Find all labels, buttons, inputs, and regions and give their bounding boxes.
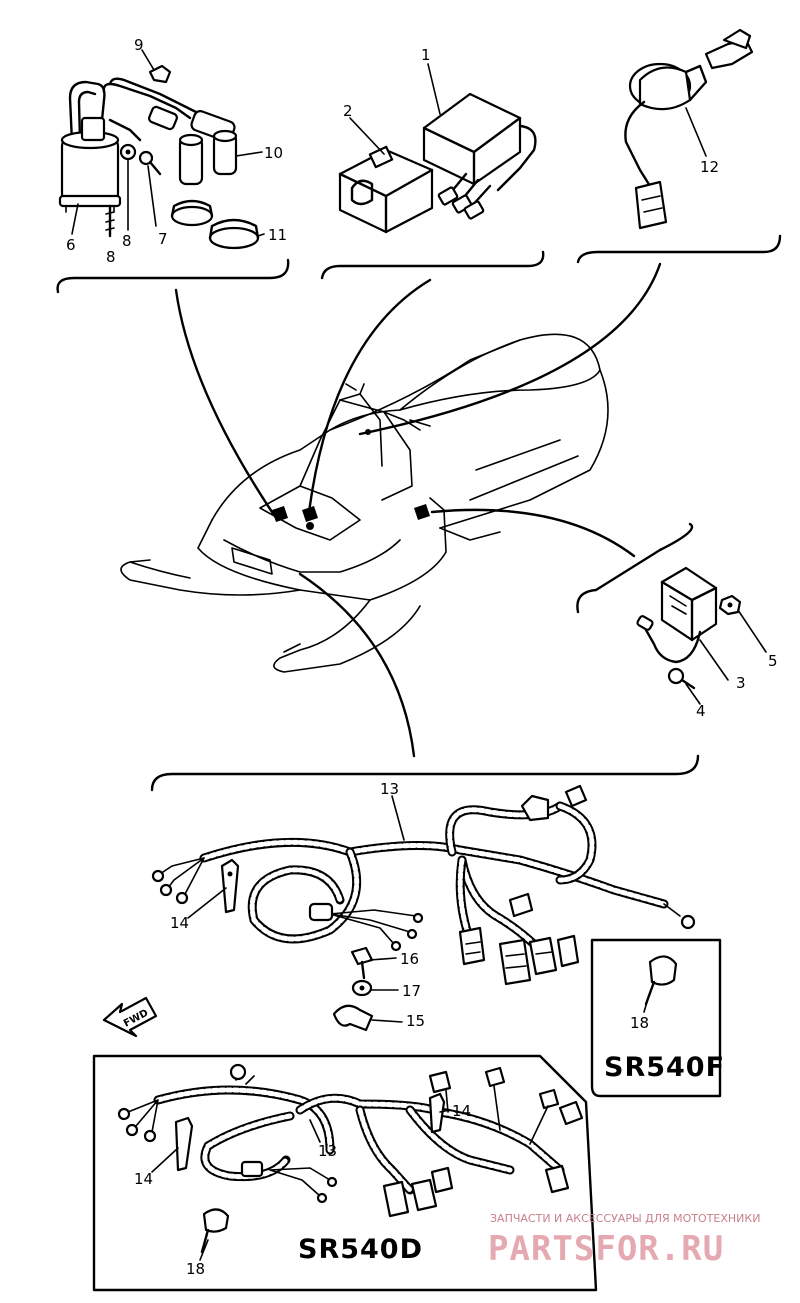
callout-13: 13 — [380, 780, 399, 798]
sr540f-inset: SR540F — [590, 938, 725, 1098]
watermark-tagline: ЗАПЧАСТИ И АКСЕССУАРЫ ДЛЯ МОТОТЕХНИКИ — [490, 1212, 760, 1225]
sr540d-clamp-left — [174, 1116, 194, 1172]
ignition-coil — [58, 80, 142, 213]
callout-8-lower: 8 — [106, 248, 116, 266]
plug-cap-right — [212, 129, 238, 176]
callout-leaders — [71, 49, 767, 1261]
callout-14-sr540d-left: 14 — [134, 1170, 153, 1188]
callout-18-sr540d: 18 — [186, 1260, 205, 1278]
bracket-harness-group — [150, 754, 700, 792]
watermark: ЗАПЧАСТИ И АКСЕССУАРЫ ДЛЯ МОТОТЕХНИКИ PA… — [488, 1212, 760, 1269]
rubber-grommet-large — [208, 218, 260, 250]
callout-1: 1 — [421, 46, 431, 64]
harness-clamp-14 — [220, 858, 240, 914]
callout-7: 7 — [158, 230, 168, 248]
regulator-bolt — [667, 667, 696, 690]
callout-4: 4 — [696, 702, 706, 720]
callout-18: 18 — [630, 1014, 649, 1032]
bracket-cdi-group — [320, 250, 545, 280]
harness-nut — [351, 979, 373, 997]
key-icon — [704, 28, 754, 70]
callout-6: 6 — [66, 236, 76, 254]
leader-harness-to-sled — [298, 572, 416, 758]
leader-regulator-to-sled — [430, 508, 636, 558]
callout-12: 12 — [700, 158, 719, 176]
callout-2: 2 — [343, 102, 353, 120]
callout-11: 11 — [268, 226, 287, 244]
voltage-regulator — [636, 566, 718, 664]
bracket-main-switch-group — [576, 234, 782, 264]
regulator-nut — [718, 594, 742, 616]
harness-bolt — [350, 946, 374, 980]
callout-labels: 1 2 3 4 5 6 7 8 8 9 10 11 12 13 13 14 14… — [66, 36, 778, 1278]
bracket-ignition-group — [56, 258, 290, 294]
leader-switch-to-sled — [358, 262, 662, 436]
callout-5: 5 — [768, 652, 778, 670]
callout-8: 8 — [122, 232, 132, 250]
rubber-grommet-small — [170, 199, 214, 227]
sr540f-connector — [644, 955, 678, 1006]
callout-15: 15 — [406, 1012, 425, 1030]
sr540d-clamp-right — [428, 1092, 446, 1134]
sr540d-inset: SR540D — [92, 1054, 598, 1292]
sr540d-wire-harness — [117, 1063, 584, 1218]
leader-ignition-to-sled — [174, 288, 278, 520]
callout-13-sr540d: 13 — [318, 1142, 337, 1160]
main-wire-harness — [151, 784, 696, 986]
callout-9: 9 — [134, 36, 144, 54]
leader-cdi-to-sled — [306, 278, 432, 522]
callout-14-sr540d-right: 14 — [452, 1102, 471, 1120]
harness-clamp-15 — [332, 1004, 374, 1032]
snowmobile — [120, 333, 609, 673]
washer — [119, 143, 137, 161]
cdi-unit — [422, 92, 537, 220]
sr540d-connector — [200, 1208, 230, 1254]
callout-17: 17 — [402, 982, 421, 1000]
bracket-regulator-group — [576, 522, 694, 614]
forward-arrow-icon: FWD — [102, 996, 158, 1038]
plug-cap-left — [178, 133, 204, 186]
sled-part-markers — [272, 429, 430, 530]
cdi-bracket — [338, 145, 434, 234]
main-switch — [624, 62, 708, 230]
callout-10: 10 — [264, 144, 283, 162]
model-label-sr540d: SR540D — [298, 1234, 423, 1265]
coil-stud — [105, 204, 115, 238]
callout-3: 3 — [736, 674, 746, 692]
small-clip — [148, 64, 172, 84]
watermark-brand: PARTSFOR.RU — [488, 1229, 724, 1269]
coil-bolt — [138, 150, 162, 176]
callout-16: 16 — [400, 950, 419, 968]
model-label-sr540f: SR540F — [604, 1052, 725, 1083]
callout-14: 14 — [170, 914, 189, 932]
